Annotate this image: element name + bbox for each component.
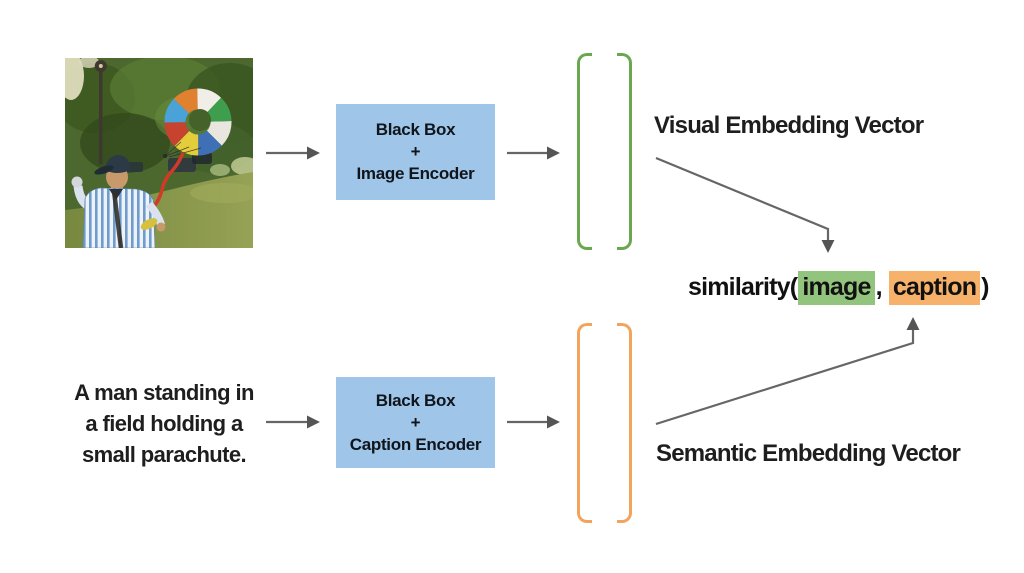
caption-encoder-plus: + xyxy=(410,412,421,432)
photo-lamp-post xyxy=(94,60,107,164)
orange-bracket-right xyxy=(617,323,632,523)
green-bracket-left xyxy=(577,53,592,250)
caption-encoder-line1: Black Box xyxy=(375,390,456,410)
visual-embedding-vector xyxy=(577,53,632,250)
image-encoder-line1: Black Box xyxy=(375,120,456,139)
caption-line-1: A man standing in xyxy=(74,380,254,405)
image-encoder-box: Black Box + Image Encoder xyxy=(336,104,495,200)
photo-scene xyxy=(65,58,253,248)
caption-line-2: a field holding a xyxy=(85,411,243,436)
semantic-embedding-vector xyxy=(577,323,632,523)
photo-parachute xyxy=(162,88,232,159)
image-encoder-line3: Image Encoder xyxy=(356,164,475,183)
image-encoder-plus: + xyxy=(410,142,421,161)
similarity-expression: similarity(image, caption) xyxy=(688,271,989,305)
photo-man xyxy=(71,155,166,248)
caption-encoder-line3: Caption Encoder xyxy=(349,434,482,454)
semantic-vector-to-similarity-arrow xyxy=(655,317,920,426)
semantic-embedding-label: Semantic Embedding Vector xyxy=(656,440,961,467)
green-bracket-right xyxy=(617,53,632,250)
orange-bracket-left xyxy=(577,323,592,523)
similarity-image-arg: image xyxy=(798,271,875,305)
visual-embedding-label: Visual Embedding Vector xyxy=(654,112,924,139)
similarity-prefix: similarity( xyxy=(688,273,798,301)
photo-sky-glint xyxy=(65,58,84,100)
similarity-separator: , xyxy=(875,273,888,301)
similarity-caption-arg: caption xyxy=(888,271,981,305)
visual-vector-to-similarity-arrow xyxy=(655,156,835,253)
similarity-suffix: ) xyxy=(981,273,989,301)
input-photo xyxy=(65,58,253,248)
caption-encoder-box: Black Box + Caption Encoder xyxy=(336,377,495,468)
input-caption: A man standing in a field holding a smal… xyxy=(58,377,270,470)
caption-line-3: small parachute. xyxy=(81,442,247,467)
